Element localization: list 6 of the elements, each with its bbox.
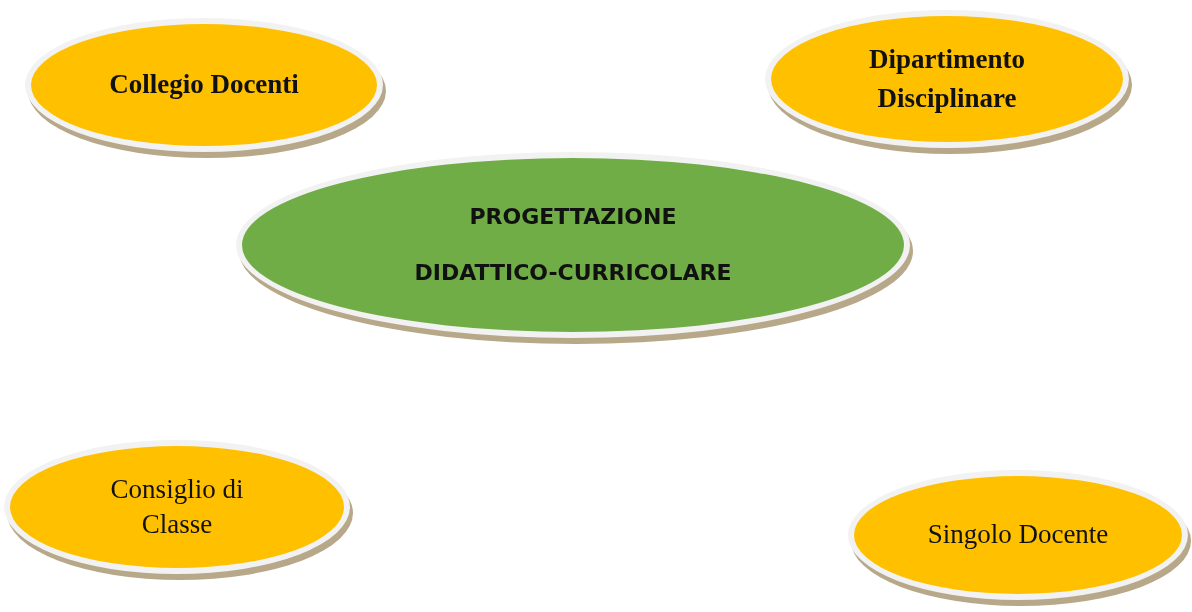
node-label: Dipartimento Disciplinare: [868, 42, 1026, 115]
node-label: PROGETTAZIONE: [469, 206, 677, 228]
node-label: Collegio Docenti: [109, 68, 299, 102]
node-label: Singolo Docente: [927, 518, 1109, 552]
node-label: DIDATTICO-CURRICOLARE: [414, 262, 732, 284]
node-label: Consiglio di Classe: [109, 472, 245, 541]
